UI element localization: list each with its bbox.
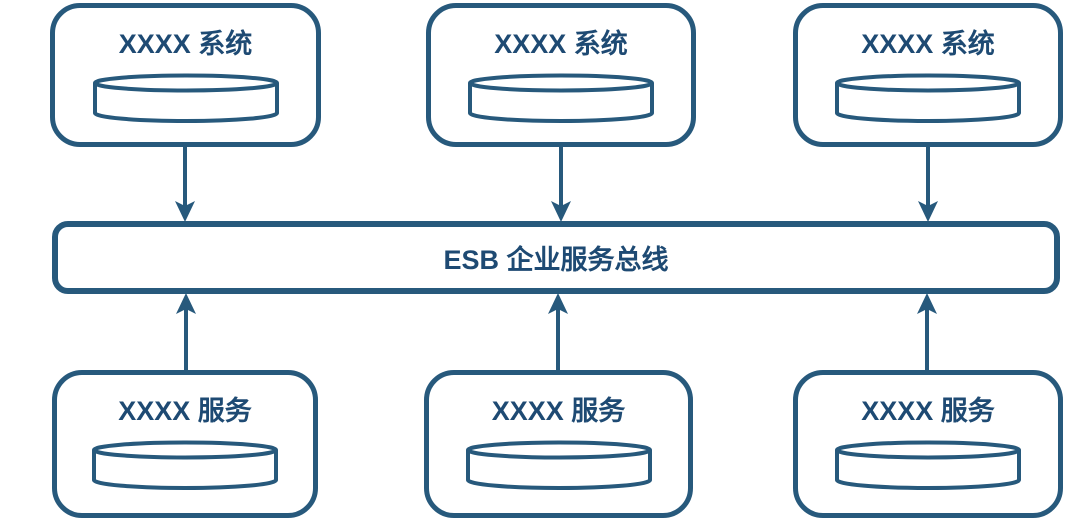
- system-node-1: XXXX 系统: [50, 3, 321, 147]
- database-cylinder-icon: [465, 440, 652, 490]
- database-cylinder-icon: [468, 73, 654, 123]
- arrow-up-icon-1: [176, 293, 196, 371]
- database-cylinder-icon: [835, 73, 1021, 123]
- arrow-down-icon-3: [918, 144, 938, 222]
- arrow-up-icon-2: [548, 293, 568, 371]
- service-node-1-label: XXXX 服务: [118, 396, 252, 426]
- esb-bus-label: ESB 企业服务总线: [443, 245, 669, 275]
- system-node-1-label: XXXX 系统: [118, 29, 253, 59]
- arrow-down-icon-2: [551, 144, 571, 222]
- service-node-2: XXXX 服务: [424, 370, 693, 518]
- service-node-2-label: XXXX 服务: [491, 396, 626, 426]
- esb-bus-bar: ESB 企业服务总线: [52, 221, 1060, 294]
- arrow-down-icon-1: [175, 144, 195, 222]
- database-cylinder-icon: [835, 440, 1021, 490]
- service-node-3-label: XXXX 服务: [861, 396, 995, 426]
- system-node-2-label: XXXX 系统: [494, 29, 628, 59]
- system-node-3: XXXX 系统: [793, 3, 1063, 147]
- database-cylinder-icon: [92, 73, 279, 123]
- arrow-up-icon-3: [917, 293, 937, 371]
- service-node-3: XXXX 服务: [793, 370, 1063, 518]
- service-node-1: XXXX 服务: [52, 370, 318, 518]
- system-node-2: XXXX 系统: [426, 3, 696, 147]
- system-node-3-label: XXXX 系统: [861, 29, 995, 59]
- database-cylinder-icon: [92, 440, 278, 490]
